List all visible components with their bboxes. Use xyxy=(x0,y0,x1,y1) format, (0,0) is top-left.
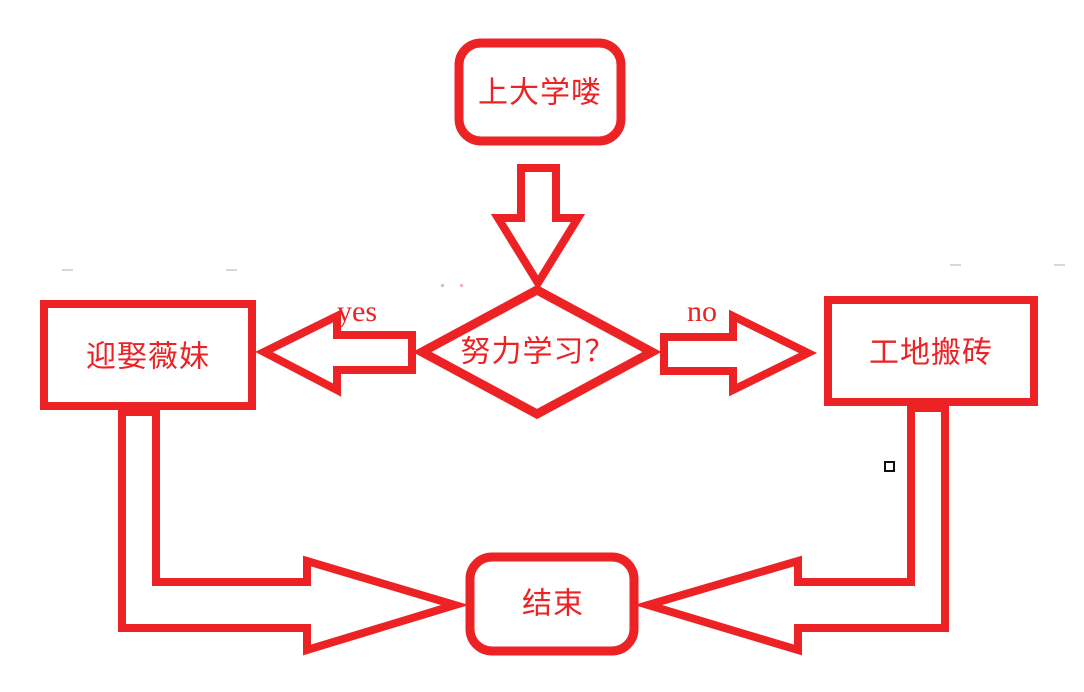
marry-node-label: 迎娶薇妹 xyxy=(86,340,210,375)
edge-decision-to-construction[interactable]: no xyxy=(660,295,818,397)
construction-node-label: 工地搬砖 xyxy=(869,336,993,371)
marry-node-shape xyxy=(40,300,256,410)
left-arrow-icon xyxy=(255,309,416,397)
start-node-shape xyxy=(454,38,626,146)
edge-label-no: no xyxy=(687,295,717,328)
end-node-shape xyxy=(465,552,639,656)
node-construction[interactable]: 工地搬砖 xyxy=(824,296,1038,406)
node-start[interactable]: 上大学喽 xyxy=(454,38,626,146)
right-arrow-icon xyxy=(660,309,818,397)
edge-start-to-decision[interactable] xyxy=(490,164,586,291)
node-end[interactable]: 结束 xyxy=(465,552,639,656)
elbow-arrow-left-icon xyxy=(633,404,949,656)
artifact-layer xyxy=(62,264,1065,287)
selection-handle-icon[interactable] xyxy=(884,461,895,472)
faint-dot-icon xyxy=(441,284,444,287)
edge-construction-to-end[interactable] xyxy=(633,404,949,656)
down-arrow-icon xyxy=(490,164,586,291)
node-decision[interactable]: 努力学习？ xyxy=(412,284,662,420)
edge-label-yes: yes xyxy=(337,295,377,328)
decision-node-label: 努力学习？ xyxy=(461,335,616,370)
decision-node-shape xyxy=(412,284,662,420)
elbow-arrow-right-icon xyxy=(118,408,469,656)
edge-marry-to-end[interactable] xyxy=(118,408,469,656)
construction-node-shape xyxy=(824,296,1038,406)
faint-dot-icon xyxy=(460,284,463,287)
start-node-label: 上大学喽 xyxy=(478,76,602,111)
node-marry[interactable]: 迎娶薇妹 xyxy=(40,300,256,410)
end-node-label: 结束 xyxy=(522,587,584,622)
edge-decision-to-marry[interactable]: yes xyxy=(255,295,416,397)
